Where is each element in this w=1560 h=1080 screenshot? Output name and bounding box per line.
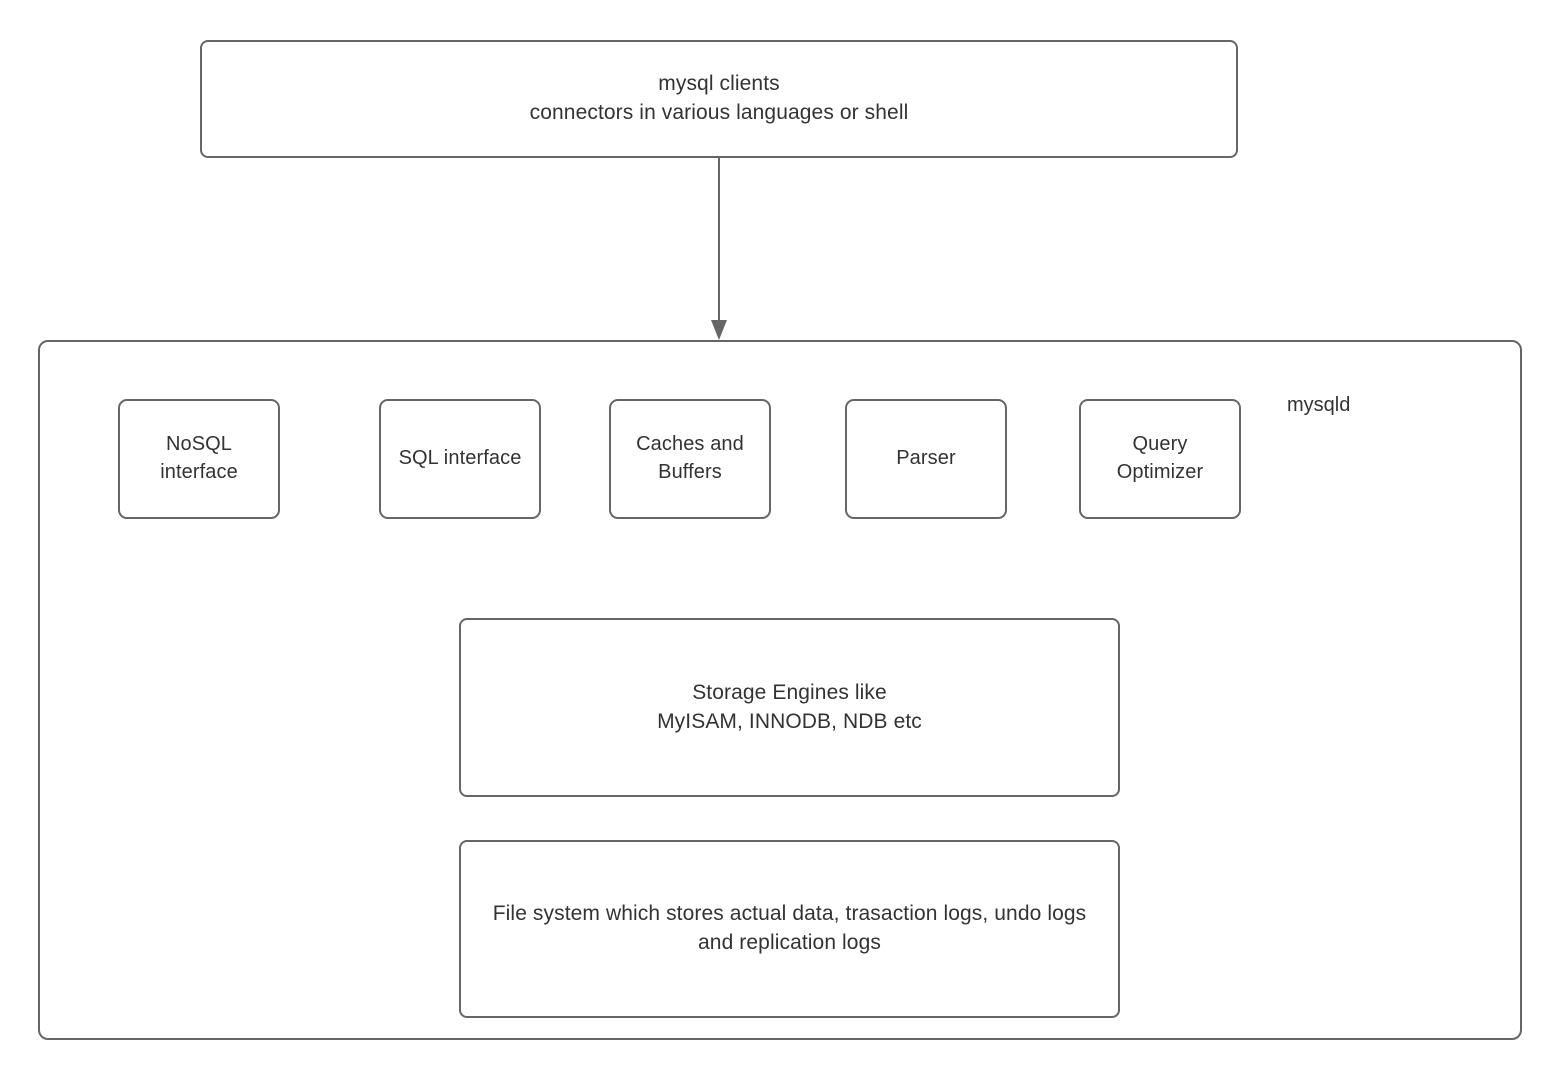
file-system-box[interactable]: File system which stores actual data, tr… [459, 840, 1120, 1018]
mysqld-label: mysqld [1287, 394, 1351, 416]
sql-interface-box[interactable]: SQL interface [379, 399, 541, 519]
parser-label: Parser [896, 447, 956, 470]
file-system-label: File system which stores actual data, tr… [492, 902, 1087, 954]
storage-engines-box[interactable]: Storage Engines like MyISAM, INNODB, NDB… [459, 618, 1120, 797]
nosql-interface-label: NoSQL interface [160, 433, 238, 483]
caches-and-buffers-label: Caches and Buffers [636, 433, 744, 483]
mysql-clients-box[interactable]: mysql clients connectors in various lang… [200, 40, 1238, 158]
query-optimizer-box[interactable]: Query Optimizer [1079, 399, 1241, 519]
sql-interface-label: SQL interface [398, 447, 522, 470]
query-optimizer-label: Query Optimizer [1116, 433, 1204, 483]
clients-to-mysqld-arrow [690, 150, 750, 350]
caches-and-buffers-box[interactable]: Caches and Buffers [609, 399, 771, 519]
storage-engines-label: Storage Engines like MyISAM, INNODB, NDB… [657, 680, 922, 733]
arrow-icon [711, 156, 727, 340]
parser-box[interactable]: Parser [845, 399, 1007, 519]
mysql-clients-label: mysql clients connectors in various lang… [529, 72, 909, 124]
nosql-interface-box[interactable]: NoSQL interface [118, 399, 280, 519]
